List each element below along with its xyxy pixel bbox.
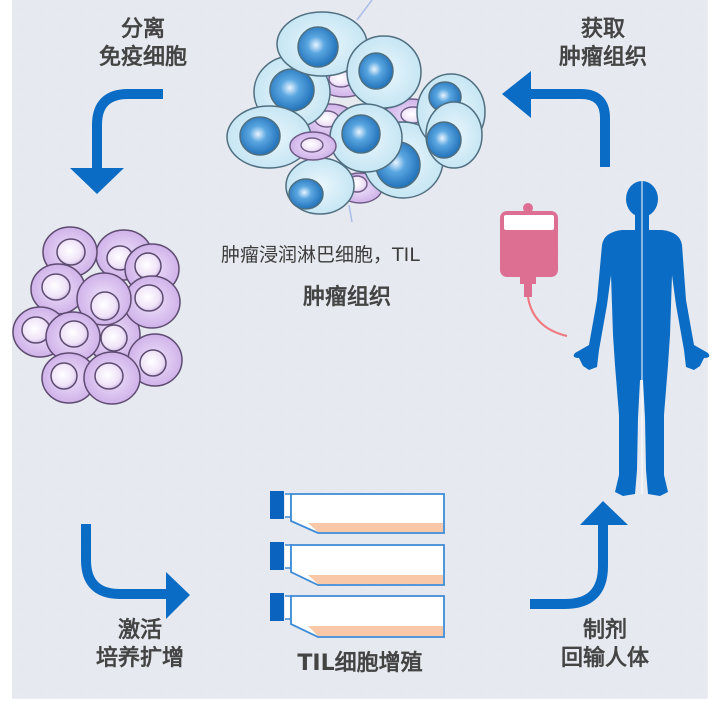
step-line: 回输人体 — [560, 645, 649, 671]
step-line: 免疫细胞 — [98, 44, 187, 70]
culture-flask-icon — [270, 491, 445, 638]
flask-caption: TIL细胞增殖 — [297, 651, 423, 676]
step-line: 获取 — [580, 17, 625, 42]
step-line: 分离 — [120, 17, 165, 42]
step-label-obtain: 获取 肿瘤组织 — [538, 16, 668, 71]
tumor-cluster-icon — [226, 0, 486, 223]
tumor-annotation: 肿瘤浸润淋巴细胞，TIL — [221, 244, 420, 266]
tumor-caption: 肿瘤组织 — [302, 285, 391, 310]
step-label-reinfuse: 制剂 回输人体 — [540, 617, 670, 672]
step-label-activate: 激活 培养扩增 — [75, 617, 205, 672]
step-line: 激活 — [117, 618, 162, 643]
lymphocyte-cluster-icon — [12, 226, 183, 405]
human-body-icon — [573, 181, 710, 496]
step-label-isolate: 分离 免疫细胞 — [78, 16, 208, 71]
step-line: 肿瘤组织 — [558, 44, 647, 70]
step-line: 制剂 — [582, 618, 627, 643]
step-line: 培养扩增 — [95, 645, 184, 671]
curved-arrow-icon — [70, 89, 163, 194]
curved-arrow-icon — [530, 501, 628, 609]
curved-arrow-icon — [81, 524, 190, 619]
iv-bag-icon — [500, 203, 568, 338]
curved-arrow-icon — [502, 71, 610, 167]
